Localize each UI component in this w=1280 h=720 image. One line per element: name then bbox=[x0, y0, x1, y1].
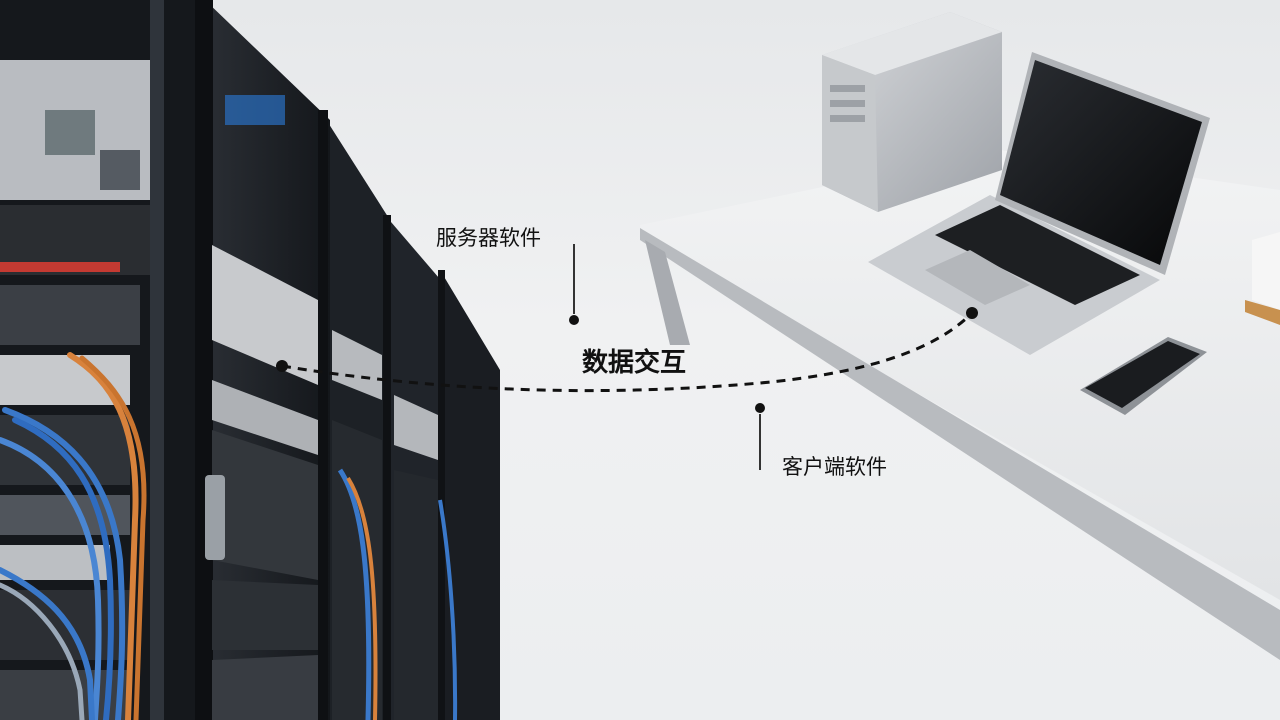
server-label-dot bbox=[569, 315, 579, 325]
rack-post bbox=[438, 270, 445, 720]
server-rack bbox=[0, 0, 500, 720]
desk-leg bbox=[645, 240, 690, 345]
rack-post bbox=[318, 110, 328, 720]
rack-post bbox=[195, 0, 213, 720]
server-software-label: 服务器软件 bbox=[436, 226, 541, 250]
rack-units-middle bbox=[205, 95, 318, 720]
server-endpoint-dot bbox=[276, 360, 288, 372]
data-exchange-curve bbox=[281, 311, 974, 393]
connection bbox=[276, 244, 978, 470]
rack-units-right bbox=[332, 330, 458, 720]
rack-far-column bbox=[440, 270, 500, 720]
client-endpoint-dot bbox=[966, 307, 978, 319]
laptop-screen bbox=[1000, 60, 1202, 265]
client-label-dot bbox=[755, 403, 765, 413]
desk-tray bbox=[1245, 232, 1280, 325]
laptop-trackpad bbox=[925, 250, 1030, 305]
smartphone bbox=[1080, 337, 1207, 415]
data-exchange-label: 数据交互 bbox=[582, 348, 687, 378]
rack-post bbox=[383, 215, 391, 720]
network-cables bbox=[0, 352, 147, 720]
laptop-keyboard bbox=[935, 205, 1140, 305]
rack-units-left bbox=[0, 60, 150, 720]
rack-post bbox=[150, 0, 164, 720]
tower-server bbox=[822, 12, 1002, 212]
desk-edge bbox=[640, 228, 1280, 660]
laptop bbox=[868, 52, 1210, 355]
client-software-label: 客户端软件 bbox=[782, 455, 887, 479]
